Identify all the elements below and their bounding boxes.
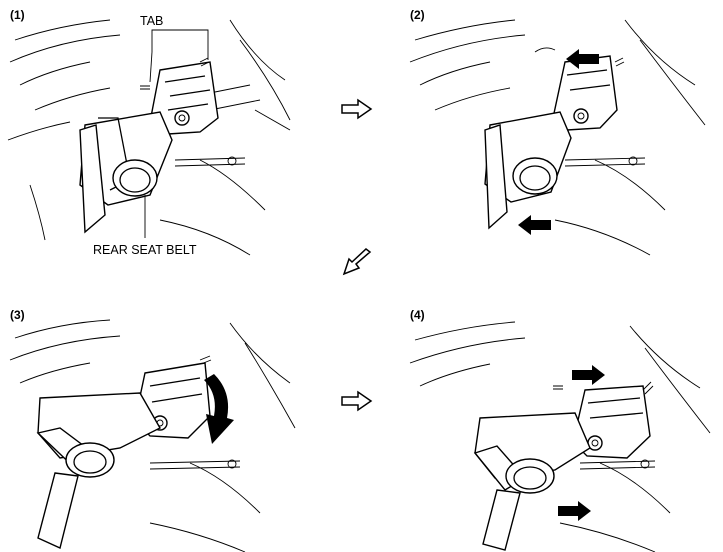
step-number: (3) <box>10 308 25 322</box>
step-panel-1: (1) <box>0 0 300 265</box>
push-right-arrow-icon <box>558 501 591 521</box>
push-left-arrow-icon <box>518 215 551 235</box>
seat-belt-bracket-illustration <box>9 319 296 552</box>
step-number: (2) <box>410 8 425 22</box>
tab-label: TAB <box>140 14 164 28</box>
seat-belt-bracket-illustration <box>409 19 706 256</box>
seat-belt-bracket-illustration <box>409 321 711 552</box>
push-left-arrow-icon <box>566 49 599 69</box>
step-number: (4) <box>410 308 425 322</box>
rear-seat-belt-label: REAR SEAT BELT <box>93 243 197 257</box>
step-panel-3: (3) <box>0 298 300 552</box>
seat-belt-bracket-illustration <box>7 19 291 256</box>
push-right-arrow-icon <box>572 365 605 385</box>
step-arrow-icon <box>340 98 374 120</box>
step-arrow-icon <box>340 248 374 278</box>
curved-rotate-arrow-icon <box>204 374 234 444</box>
step-number: (1) <box>10 8 25 22</box>
step-panel-2: (2) <box>405 0 723 265</box>
step-arrow-icon <box>340 390 374 412</box>
step-panel-4: (4) <box>405 298 723 552</box>
